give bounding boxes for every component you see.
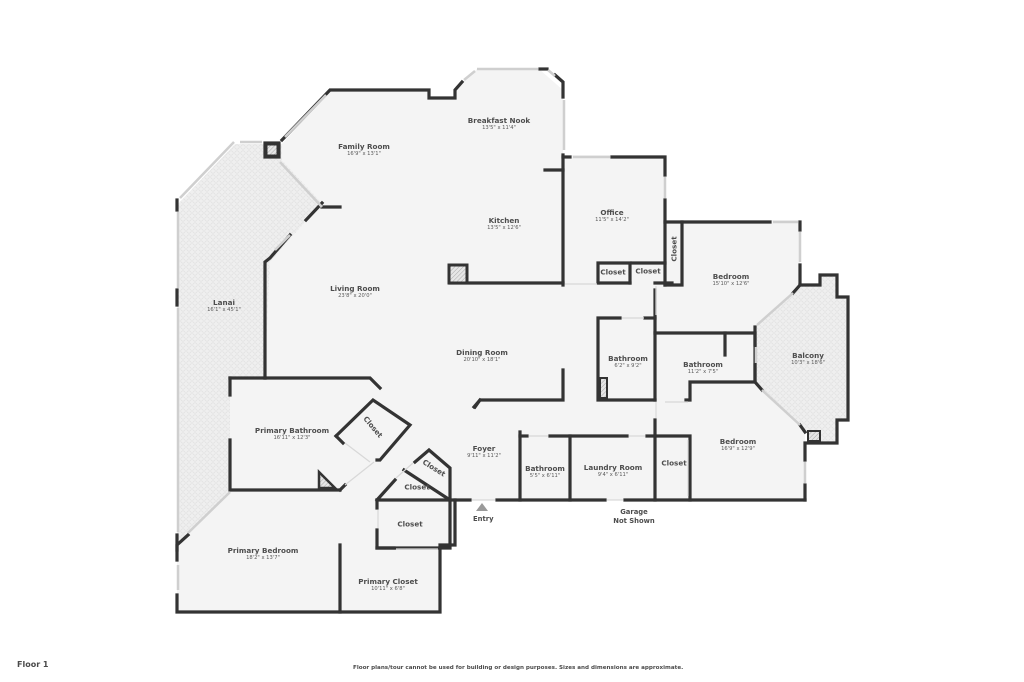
room-office: Office 11'5" x 14'2"	[595, 208, 629, 224]
room-living-room: Living Room 23'8" x 20'0"	[330, 284, 380, 300]
floor-label: Floor 1	[17, 660, 49, 669]
lanai-area	[177, 144, 322, 545]
garage-label-line2: Not Shown	[613, 517, 655, 525]
room-dimensions: 16'11" x 12'3"	[273, 435, 311, 441]
room-name: Bedroom	[719, 437, 757, 446]
room-office-closet-1: Closet	[600, 268, 625, 277]
room-name: Closet	[669, 236, 679, 262]
entry-arrow-icon	[476, 503, 488, 511]
room-bathroom-small: Bathroom 5'5" x 6'11"	[525, 464, 565, 480]
room-name: Closet	[661, 458, 687, 468]
room-bedroom-closet-vertical: Closet	[670, 236, 679, 261]
room-bathroom-center: Bathroom 6'2" x 9'2"	[608, 354, 648, 370]
room-name: Bedroom	[712, 272, 750, 281]
room-dimensions: 5'5" x 6'11"	[529, 473, 561, 479]
room-kitchen: Kitchen 13'5" x 12'6"	[487, 216, 521, 232]
entry-label: Entry	[473, 515, 494, 523]
garage-label: Garage Not Shown	[613, 508, 655, 526]
balcony-area	[755, 275, 848, 443]
disclaimer-text: Floor plans/tour cannot be used for buil…	[353, 665, 684, 671]
room-primary-bathroom: Primary Bathroom 16'11" x 12'3"	[255, 426, 329, 442]
room-dimensions: 16'9" x 12'9"	[721, 446, 755, 452]
room-name: Bathroom	[683, 360, 723, 369]
room-name: Dining Room	[456, 348, 508, 357]
room-dimensions: 10'3" x 18'6"	[791, 360, 825, 366]
room-name: Breakfast Nook	[467, 116, 531, 125]
room-name: Living Room	[330, 284, 380, 293]
room-bedroom-upper: Bedroom 15'10" x 12'6"	[712, 272, 749, 288]
room-name: Lanai	[213, 298, 235, 307]
room-bedroom-lower: Bedroom 16'9" x 12'9"	[720, 437, 756, 453]
room-primary-bedroom: Primary Bedroom 18'2" x 13'7"	[228, 546, 299, 562]
room-name: Closet	[600, 267, 626, 277]
room-name: Primary Bathroom	[254, 426, 330, 435]
room-primary-bedroom-closet: Closet	[397, 520, 422, 529]
room-name: Foyer	[472, 444, 496, 453]
room-name: Closet	[404, 482, 430, 492]
column-balcony	[807, 430, 821, 442]
room-bathroom-right: Bathroom 11'2" x 7'5"	[683, 360, 723, 376]
room-dimensions: 13'5" x 12'6"	[487, 225, 521, 231]
room-dining-room: Dining Room 20'10" x 18'1"	[456, 348, 508, 364]
room-dimensions: 16'1" x 45'1"	[207, 307, 241, 313]
room-laundry-room: Laundry Room 9'4" x 6'11"	[584, 463, 642, 479]
room-name: Closet	[635, 266, 661, 276]
room-dimensions: 10'11" x 6'8"	[371, 586, 405, 592]
room-dimensions: 11'5" x 14'2"	[595, 217, 629, 223]
room-laundry-closet: Closet	[661, 459, 686, 468]
room-lanai: Lanai 16'1" x 45'1"	[207, 298, 241, 314]
room-name: Primary Closet	[358, 577, 418, 586]
room-dimensions: 15'10" x 12'6"	[712, 281, 750, 287]
column-primary-bath	[317, 468, 339, 490]
room-name: Laundry Room	[583, 463, 643, 472]
room-name: Balcony	[792, 351, 824, 360]
room-name: Closet	[397, 519, 423, 529]
room-name: Bathroom	[608, 354, 648, 363]
room-dimensions: 20'10" x 18'1"	[463, 357, 501, 363]
room-primary-closet: Primary Closet 10'11" x 6'8"	[358, 577, 418, 593]
room-dimensions: 23'8" x 20'0"	[338, 293, 372, 299]
room-name: Office	[600, 208, 624, 217]
room-dimensions: 6'2" x 9'2"	[614, 363, 642, 369]
room-name: Family Room	[338, 142, 390, 151]
interior-floor	[177, 69, 805, 612]
room-breakfast-nook: Breakfast Nook 13'5" x 11'4"	[468, 116, 530, 132]
room-name: Bathroom	[525, 464, 565, 473]
room-name: Kitchen	[488, 216, 520, 225]
room-office-closet-2: Closet	[635, 267, 660, 276]
room-foyer-closet: Closet	[404, 483, 429, 492]
room-name: Primary Bedroom	[227, 546, 299, 555]
column-kitchen	[447, 263, 469, 285]
room-family-room: Family Room 16'9" x 13'1"	[338, 142, 390, 158]
column-bathroom	[599, 377, 608, 399]
room-dimensions: 11'2" x 7'5"	[687, 369, 719, 375]
room-balcony: Balcony 10'3" x 18'6"	[791, 351, 825, 367]
room-dimensions: 9'11" x 11'2"	[467, 453, 501, 459]
room-dimensions: 18'2" x 13'7"	[246, 555, 280, 561]
room-dimensions: 13'5" x 11'4"	[482, 125, 516, 131]
room-foyer: Foyer 9'11" x 11'2"	[467, 444, 501, 460]
garage-label-line1: Garage	[620, 508, 648, 516]
room-dimensions: 16'9" x 13'1"	[347, 151, 381, 157]
room-dimensions: 9'4" x 6'11"	[597, 472, 629, 478]
column-lanai	[264, 142, 280, 158]
